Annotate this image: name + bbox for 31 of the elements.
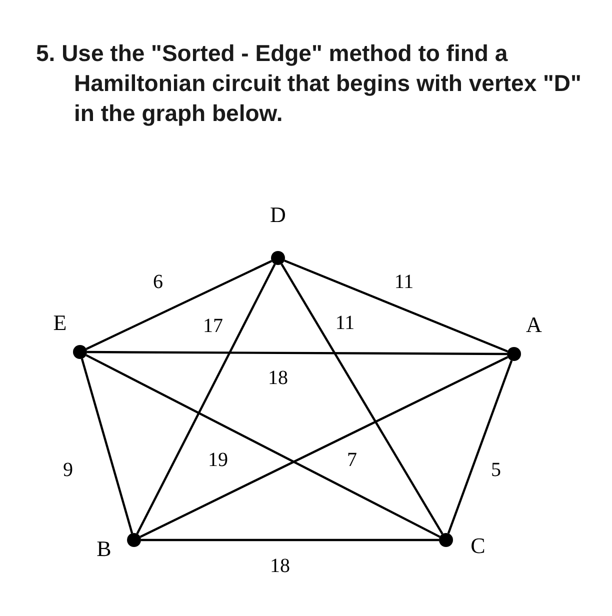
edge-weight: 9 (63, 460, 73, 480)
edge-weight: 6 (153, 272, 163, 292)
vertex-label: C (470, 535, 486, 557)
vertex-dot (73, 345, 87, 359)
vertex-dot (127, 533, 141, 547)
vertex-label: E (53, 312, 67, 334)
edge-weight: 19 (208, 450, 228, 470)
edge-weight: 5 (491, 460, 501, 480)
edge-weight: 11 (335, 313, 355, 333)
edge-weight: 7 (347, 450, 357, 470)
edge-weight: 11 (394, 272, 414, 292)
vertex-dot (439, 533, 453, 547)
graph-edge (284, 260, 508, 352)
graph-edge (86, 354, 440, 538)
question-text: 5. Use the "Sorted - Edge" method to find a Hamiltonian circuit that begins with vertex "D" in the graph below. (36, 39, 582, 128)
graph-edge (136, 264, 276, 534)
graph-edge (87, 350, 507, 356)
graph-edge (141, 538, 439, 542)
graph-edge (80, 358, 134, 534)
edge-weight: 17 (203, 316, 223, 336)
graph-edge (140, 356, 508, 538)
vertex-dot (507, 347, 521, 361)
edge-weight: 18 (268, 368, 288, 388)
graph-edge (86, 260, 272, 350)
vertex-label: A (526, 314, 542, 336)
vertex-label: B (96, 538, 112, 560)
graph-edge (280, 263, 444, 535)
vertex-label: D (270, 204, 286, 226)
graph-edge (447, 360, 513, 534)
edge-weight: 18 (270, 556, 290, 576)
vertex-dot (271, 251, 285, 265)
